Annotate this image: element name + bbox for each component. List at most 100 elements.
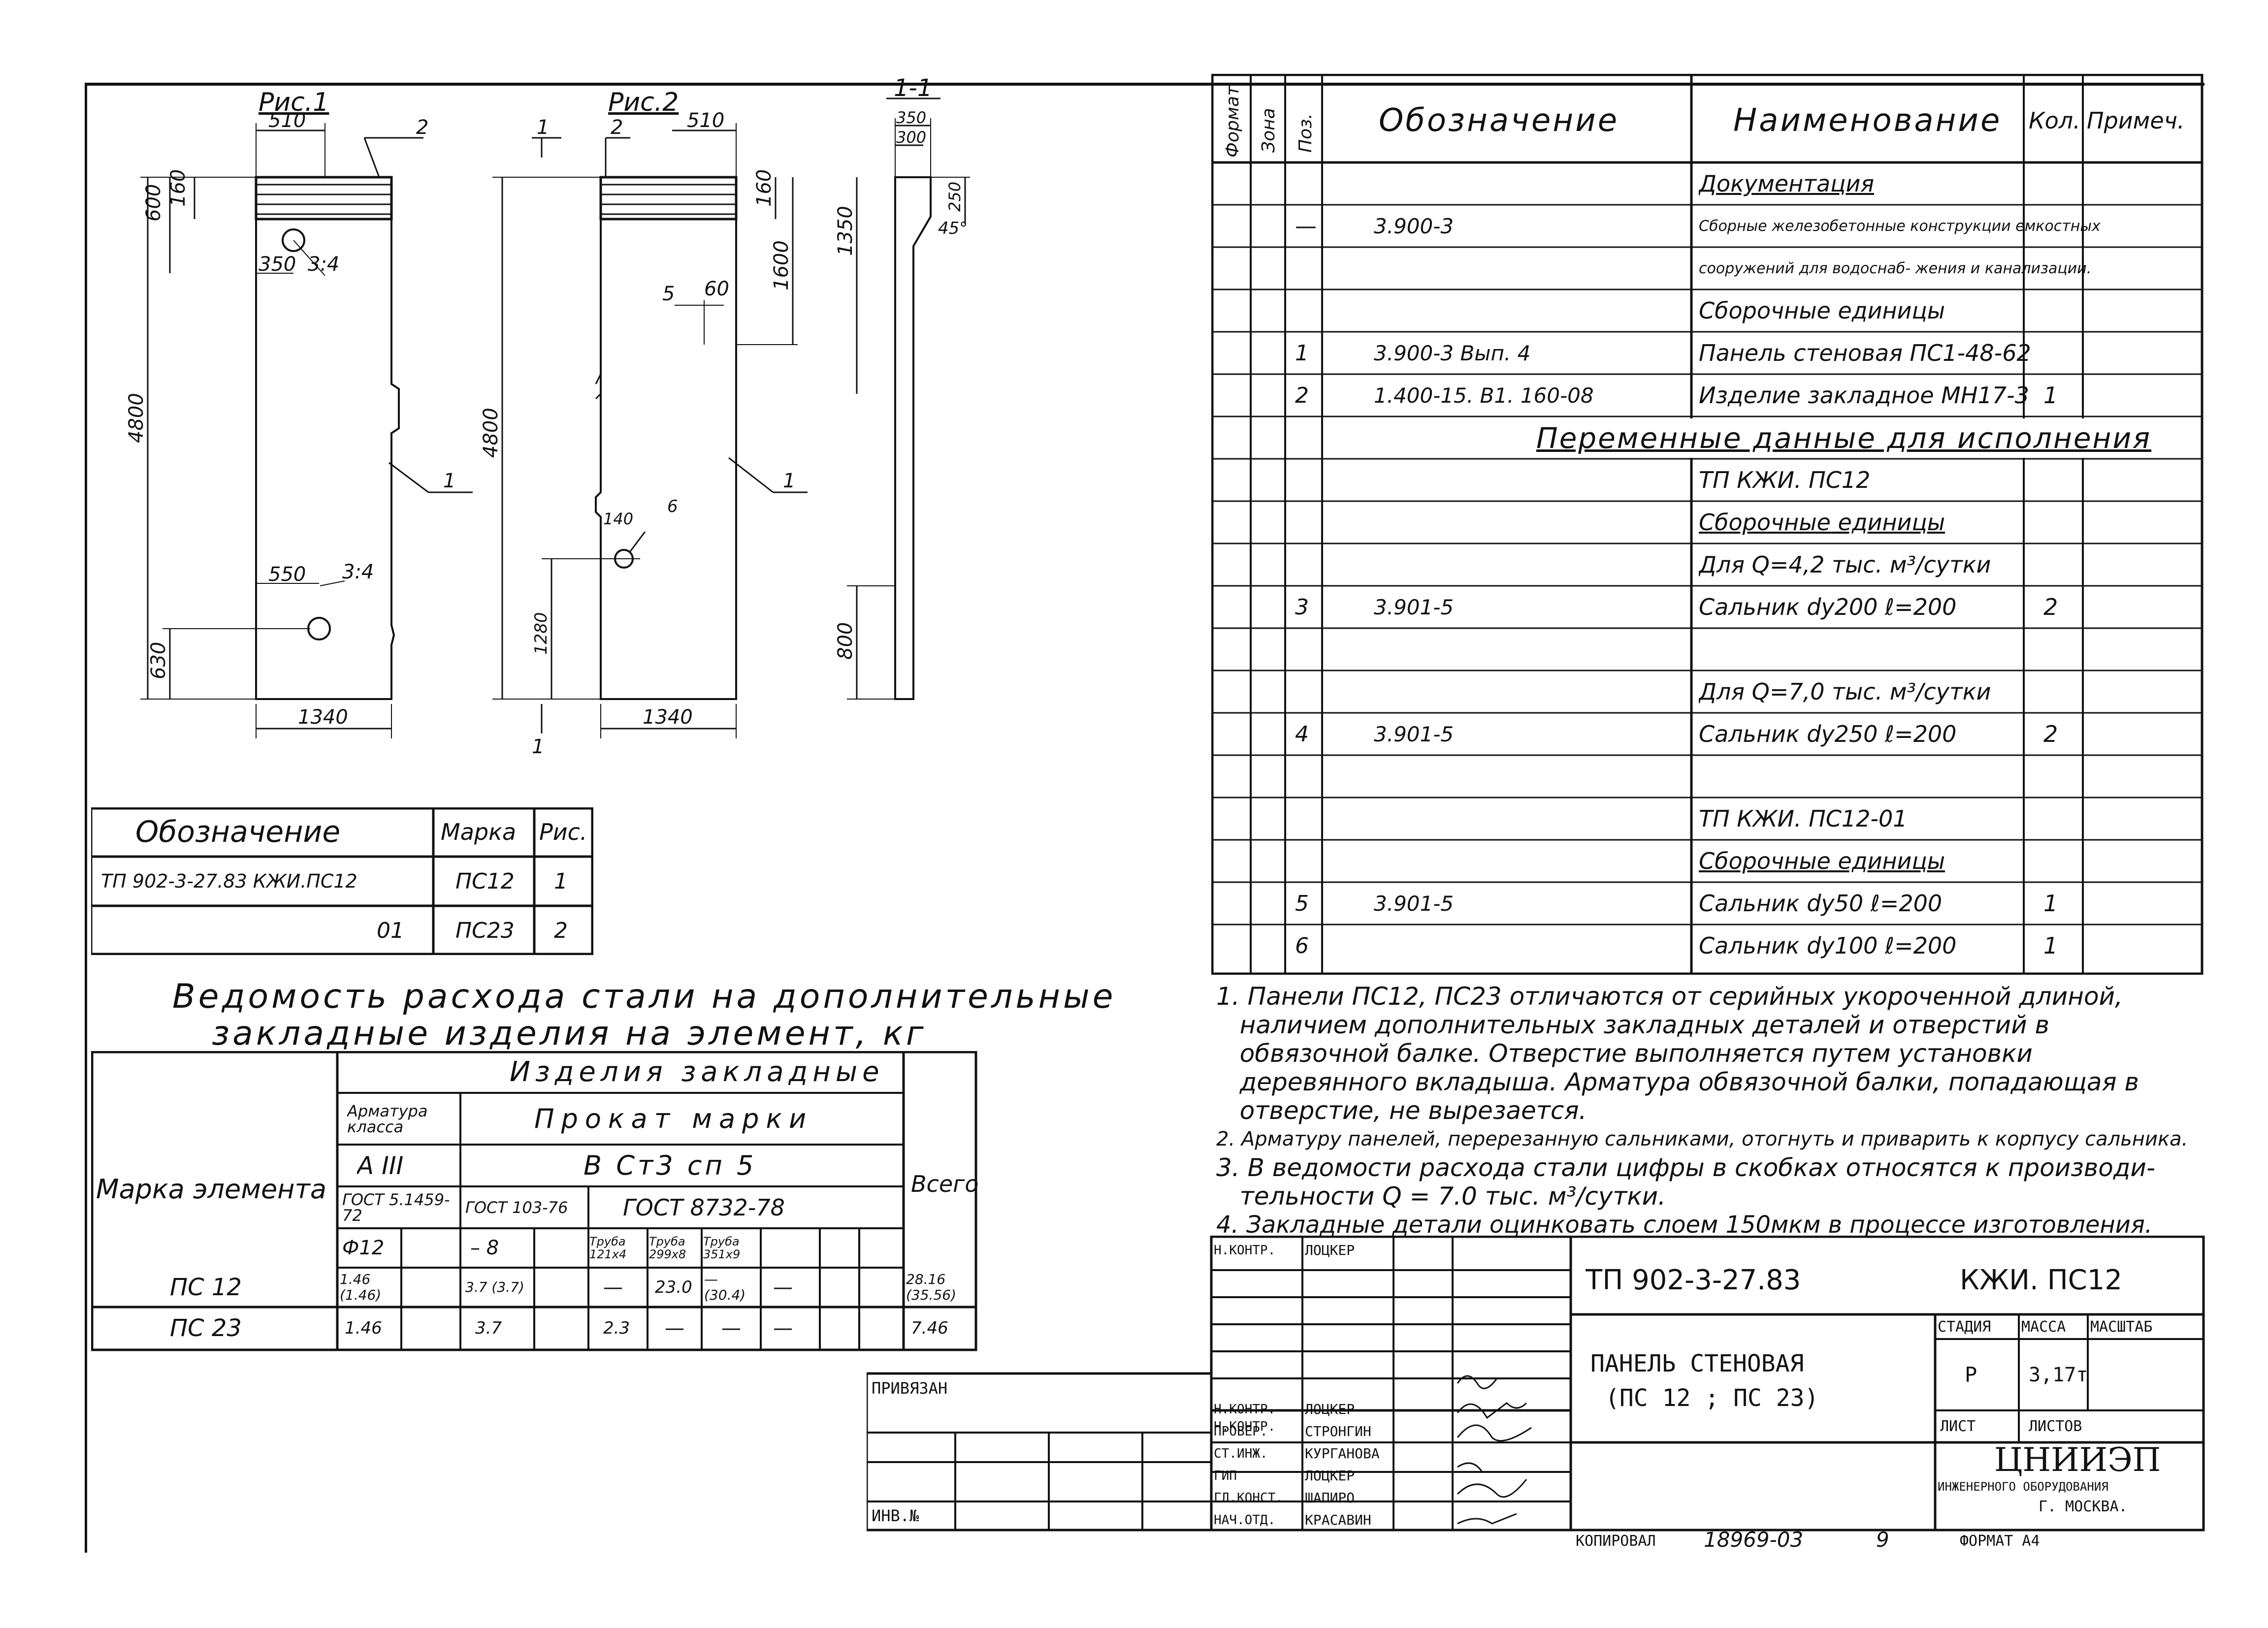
spec-cell-pos: 3 <box>1295 594 1309 620</box>
signer-role: ГЛ.КОНСТ. <box>1214 1490 1283 1505</box>
org-city: Г. МОСКВА. <box>2039 1498 2128 1515</box>
spec-cell-pos: 5 <box>1295 891 1309 916</box>
fig1-callout: 2 <box>416 116 428 139</box>
spec-cell-name: Сальник dy100 ℓ=200 <box>1699 932 1957 959</box>
signer-name: ШАПИРО <box>1305 1490 1355 1506</box>
col-header: Рис. <box>539 819 587 845</box>
copy-sheet: 9 <box>1876 1529 1889 1551</box>
table-cell: 1 <box>554 868 568 894</box>
table-cell: 23.0 <box>655 1277 692 1297</box>
fig1-slope: 3:4 <box>308 253 339 276</box>
scale-header: МАСШТАБ <box>2090 1318 2153 1336</box>
table-cell: — <box>603 1276 623 1299</box>
spec-cell-name: Панель стеновая ПС1-48-62 <box>1699 340 2031 366</box>
col-header: Марка <box>441 819 517 845</box>
note-line: обвязочной балке. Отверстие выполняется … <box>1216 1039 2033 1068</box>
table-cell: — (30.4) <box>704 1271 746 1303</box>
table-cell: 1.46 <box>345 1318 382 1338</box>
copy-label: КОПИРОВАЛ <box>1576 1532 1656 1550</box>
col-header: – 8 <box>470 1237 499 1259</box>
spec-cell-name: Сборные железобетонные конструкции емкос… <box>1699 217 2101 235</box>
fig1-dim: 1340 <box>298 706 348 729</box>
table-cell: ТП 902-3-27.83 КЖИ.ПС12 <box>101 870 357 892</box>
fig1-slope: 3:4 <box>342 561 374 583</box>
fig2-dim: 140 <box>603 510 633 528</box>
fig2-dim: 4800 <box>480 408 502 458</box>
spec-cell-qty: 2 <box>2043 721 2058 747</box>
stage-header: СТАДИЯ <box>1938 1318 1991 1336</box>
col-header-format: Формат <box>1223 85 1243 158</box>
note-line: деревянного вкладыша. Арматура обвязочно… <box>1216 1068 2139 1096</box>
spec-cell-name: Сальник dy200 ℓ=200 <box>1699 594 1957 620</box>
spec-cell-qty: 2 <box>2043 594 2058 620</box>
table-row-mark: ПС 12 <box>170 1274 242 1301</box>
fig2-callout: 2 <box>611 116 623 139</box>
title-block: ТП 902-3-27.83 КЖИ. ПС12 ПАНЕЛЬ СТЕНОВАЯ… <box>867 1236 2206 1551</box>
table-cell: 2 <box>554 918 568 943</box>
spec-cell-name: Изделие закладное МН17-3 <box>1699 382 2029 409</box>
spec-cell-name: Для Q=7,0 тыс. м³/сутки <box>1699 678 1991 705</box>
note-line: 2. Арматуру панелей, перерезанную сальни… <box>1216 1128 2188 1150</box>
variable-data-header: Переменные данные для исполнения <box>1531 418 2157 458</box>
signer-name: ЛОЦКЕР <box>1305 1242 1355 1258</box>
steel-table: Марка элемента Изделия закладные Арматур… <box>91 1051 979 1351</box>
doc-code: ТП 902-3-27.83 <box>1586 1264 1801 1296</box>
group-header: Изделия закладные <box>510 1056 884 1088</box>
table-cell: — <box>773 1316 793 1340</box>
section-dim: 300 <box>896 128 926 147</box>
table-row-mark: ПС 23 <box>170 1314 242 1342</box>
section-title: 1-1 <box>894 74 932 102</box>
spec-cell-name: ТП КЖИ. ПС12 <box>1699 467 1871 493</box>
spec-cell-name: Сборочные единицы <box>1699 297 1945 324</box>
spec-cell-pos: 6 <box>1295 933 1309 958</box>
spec-cell-pos: 4 <box>1295 721 1309 747</box>
note-line: 3. В ведомости расхода стали цифры в ско… <box>1216 1153 2155 1182</box>
doc-mark: КЖИ. ПС12 <box>1960 1264 2123 1296</box>
spec-cell-design: 3.901-5 <box>1374 891 1454 916</box>
copy-number: 18969-03 <box>1704 1529 1804 1551</box>
privyazan-label: ПРИВЯЗАН <box>872 1379 948 1398</box>
drawing-views: Рис.1 510 2 600 160 350 3:4 4800 550 3:4… <box>125 74 970 758</box>
col-header: ГОСТ 8732-78 <box>623 1194 785 1221</box>
table-cell: 2.3 <box>603 1318 630 1338</box>
spec-cell-name: ТП КЖИ. ПС12-01 <box>1699 805 1908 832</box>
spec-cell-design: 3.901-5 <box>1374 595 1454 619</box>
col-header: ГОСТ 5.1459-72 <box>342 1190 450 1225</box>
table-cell: — <box>773 1276 793 1299</box>
col-header-zone: Зона <box>1259 108 1279 153</box>
col-header: Арматура класса <box>347 1101 428 1136</box>
table-cell: — <box>665 1316 684 1340</box>
table-cell: 1.46 (1.46) <box>340 1271 382 1303</box>
fig2-dim: 1280 <box>531 612 551 655</box>
table-cell-total: 28.16 (35.56) <box>906 1271 957 1303</box>
col-header: В Ст3 сп 5 <box>583 1150 757 1181</box>
fig2-section: 1 <box>532 735 544 758</box>
col-header-name: Наименование <box>1733 102 2002 139</box>
spec-cell-name: Сборочные единицы <box>1699 509 1945 536</box>
spec-cell-pos: 2 <box>1295 383 1309 408</box>
col-header-design: Обозначение <box>1379 102 1620 139</box>
col-header-qty: Кол. <box>2029 107 2080 134</box>
fig2-dim: 160 <box>753 169 776 207</box>
spec-cell-name: Документация <box>1699 170 1875 197</box>
mass-value: 3,17т <box>2029 1363 2088 1386</box>
col-header: Труба 121х4 <box>589 1235 627 1261</box>
sheets-header: ЛИСТОВ <box>2029 1418 2082 1435</box>
spec-cell-design: 3.900-3 <box>1374 214 1454 238</box>
signer-role: Н.КОНТР. <box>1214 1402 1276 1417</box>
section-dim: 1350 <box>834 206 857 256</box>
spec-cell-name: Сальник dy250 ℓ=200 <box>1699 721 1957 747</box>
col-header-note: Примеч. <box>2087 107 2185 134</box>
spec-cell-pos: 1 <box>1295 340 1309 366</box>
spec-cell-name: сооружений для водоснаб- жения и канализ… <box>1699 259 2092 277</box>
mark-table: Обозначение Марка Рис. ТП 902-3-27.83 КЖ… <box>91 807 593 955</box>
signatures <box>1457 1375 1532 1525</box>
signer-role: НАЧ.ОТД. <box>1214 1512 1276 1528</box>
table-cell: — <box>721 1316 741 1340</box>
col-header: Всего <box>911 1171 979 1197</box>
org-subtitle: ИНЖЕНЕРНОГО ОБОРУДОВАНИЯ <box>1938 1480 2108 1494</box>
spec-cell-qty: 1 <box>2043 382 2058 409</box>
signer-name: КРАСАВИН <box>1305 1512 1371 1528</box>
table-cell: ПС23 <box>455 918 515 943</box>
signer-name: ЛОЦКЕР <box>1305 1401 1355 1417</box>
